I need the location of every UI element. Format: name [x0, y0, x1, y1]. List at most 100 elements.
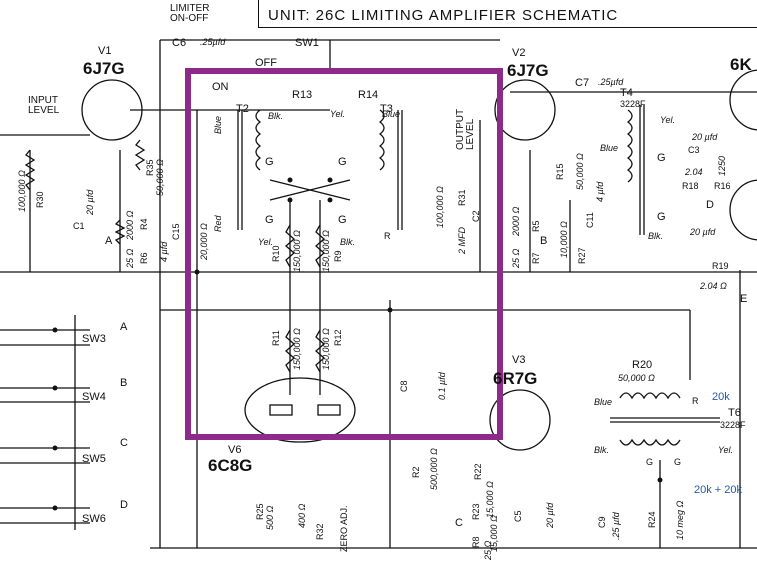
r18-label: R18 — [682, 181, 699, 191]
r16-value: 2.04 — [685, 167, 703, 177]
c3-label: C3 — [688, 145, 700, 155]
c8-value: 0.1 µfd — [437, 372, 447, 400]
sw4-label: SW4 — [82, 391, 106, 403]
r35-label: R35 — [145, 159, 155, 176]
r25-value: 500 Ω — [265, 505, 275, 530]
r12-value: 150,000 Ω — [321, 328, 331, 370]
c5-label: C5 — [513, 510, 523, 522]
v6-type: 6C8G — [208, 456, 253, 475]
t3-g-top: G — [338, 156, 347, 168]
r19-label: R19 — [712, 261, 729, 271]
node-e-right: E — [740, 293, 748, 305]
r8-value: 25 Ω — [483, 540, 493, 560]
r24-value: 10 meg Ω — [675, 500, 685, 540]
c2-label: C2 — [471, 210, 481, 222]
r10-value: 150,000 Ω — [292, 230, 302, 272]
input-level-label: INPUT LEVEL — [28, 95, 60, 116]
t3-r-label: R — [384, 231, 391, 241]
c11-label: C11 — [585, 212, 595, 228]
r20-label: R20 — [632, 359, 653, 371]
t6-part: 3228F — [720, 420, 746, 430]
c6-value: .25µfd — [200, 37, 226, 47]
t6-blk-label: Blk. — [594, 445, 610, 455]
r2-label: R2 — [411, 466, 421, 478]
t2-g-bottom: G — [265, 214, 274, 226]
r4-label: R4 — [139, 218, 149, 230]
r22-label: R22 — [473, 463, 483, 480]
v2-type: 6J7G — [507, 61, 549, 80]
c15-value: 4 µfd — [159, 241, 169, 262]
t2-label: T2 — [236, 103, 249, 115]
r13-label: R13 — [292, 89, 313, 101]
r23-label: R23 — [471, 503, 481, 520]
v1-type: 6J7G — [83, 59, 125, 78]
r14-label: R14 — [358, 89, 379, 101]
on-label: ON — [212, 81, 229, 93]
c15-label: C15 — [171, 223, 181, 240]
r24-label: R24 — [647, 511, 657, 528]
t3-blk-label: Blk. — [340, 237, 356, 247]
t2-g-top: G — [265, 156, 274, 168]
r9-value: 150,000 Ω — [321, 230, 331, 272]
t6-g-left: G — [646, 457, 654, 467]
r31-value: 100,000 Ω — [435, 186, 445, 228]
r12-label: R12 — [333, 329, 343, 346]
r11-value: 150,000 Ω — [292, 328, 302, 370]
off-label: OFF — [255, 57, 277, 69]
node-a-left: A — [105, 235, 113, 247]
r6-value: 25 Ω — [125, 248, 135, 268]
t4-part: 3228F — [620, 99, 646, 109]
r5-label: R5 — [531, 220, 541, 232]
t4-label: T4 — [620, 87, 633, 99]
r18-value: 1250 — [717, 155, 727, 176]
r-20k-value: 20,000 Ω — [199, 223, 209, 260]
limiter-on-off-label: LIMITER ON-OFF — [170, 3, 210, 24]
r7-value: 25 Ω — [511, 248, 521, 268]
r15-value: 50,000 Ω — [575, 153, 585, 190]
r4-value: 2000 Ω — [125, 210, 135, 240]
r32-value: 400 Ω — [297, 503, 307, 528]
t2-blk-label: Blk. — [268, 111, 284, 121]
c7-label: C7 — [575, 77, 590, 89]
t6-g-right: G — [674, 457, 682, 467]
r27-label: R27 — [577, 247, 587, 264]
node-b-sw: B — [120, 377, 128, 389]
r19-value: 2.04 Ω — [700, 281, 727, 291]
t4-blue-label: Blue — [600, 143, 619, 153]
v1-ref: V1 — [98, 45, 112, 57]
t4-g-top: G — [657, 152, 666, 164]
t6-r-label: R — [692, 396, 699, 406]
v3-ref: V3 — [512, 354, 526, 366]
sw6-label: SW6 — [82, 513, 106, 525]
r30-value: 100,000 Ω — [17, 170, 27, 212]
right-tube-type: 6K — [730, 55, 752, 74]
r10-label: R10 — [271, 245, 281, 262]
sw3-label: SW3 — [82, 333, 106, 345]
schematic-title: UNIT: 26C LIMITING AMPLIFIER SCHEMATIC — [268, 7, 619, 24]
node-d-sw: D — [120, 499, 128, 511]
c4-value: 20 µfd — [690, 227, 716, 237]
sw5-label: SW5 — [82, 453, 106, 465]
r11-label: R11 — [271, 330, 281, 346]
t3-yel-label: Yel. — [330, 109, 346, 119]
r8-label: R8 — [471, 536, 481, 548]
t2-red-label: Red — [213, 215, 223, 232]
sw1-label: SW1 — [295, 37, 319, 49]
r27-value: 10,000 Ω — [559, 221, 569, 258]
t3-label: T3 — [380, 103, 393, 115]
v3-type: 6R7G — [493, 369, 538, 388]
c9-label: C9 — [597, 516, 607, 528]
t6-yel-label: Yel. — [718, 445, 734, 455]
c7-value: .25µfd — [598, 77, 624, 87]
r30-label: R30 — [35, 191, 45, 208]
c11-value: 4 µfd — [595, 181, 605, 202]
c9-value: .25 µfd — [611, 512, 621, 540]
node-c-bottom: C — [455, 517, 463, 529]
r31-label: R31 — [457, 189, 467, 206]
t4-yel-label: Yel. — [660, 115, 676, 125]
t2-yel-label: Yel. — [258, 237, 274, 247]
r15-label: R15 — [555, 163, 565, 180]
c1-value: 20 µfd — [85, 189, 95, 215]
output-level-label: OUTPUT LEVEL — [455, 108, 476, 150]
